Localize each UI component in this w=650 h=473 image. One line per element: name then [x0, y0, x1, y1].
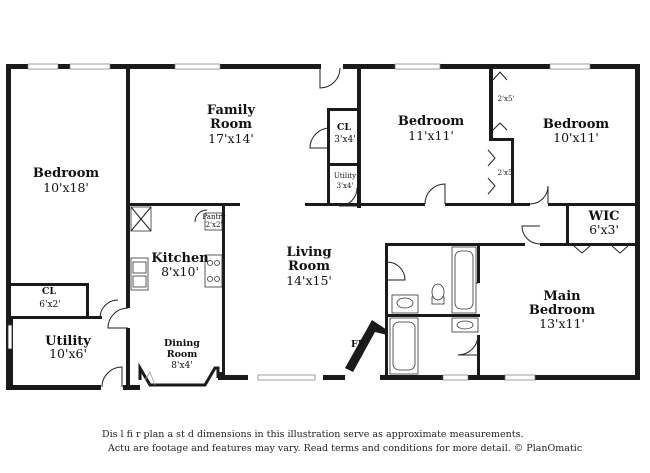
- main-bedroom-dim: 13'x11': [539, 316, 585, 331]
- utility-large-name: Utility: [45, 334, 91, 349]
- dining-room-name-line1: Dining: [164, 338, 200, 349]
- closet-left-dim: 6'x2': [39, 300, 60, 310]
- bathroom-fixtures: [7, 246, 479, 375]
- dining-room-name-line2: Room: [167, 349, 198, 360]
- closet-top-dim: 3'x4': [334, 135, 355, 145]
- bifold-doors: [487, 71, 629, 254]
- utility-large-dim: 10'x6': [49, 346, 87, 361]
- family-room-name-line2: Room: [210, 117, 252, 132]
- utility-small-name: Utility: [334, 172, 356, 180]
- fireplace-label: FP: [351, 339, 365, 350]
- dining-room-dim: 8'x4': [171, 361, 192, 371]
- kitchen-fixtures: [130, 206, 223, 291]
- kitchen-name: Kitchen: [151, 251, 209, 266]
- closet-left-name: CL: [42, 286, 57, 297]
- exterior-walls: [6, 64, 640, 390]
- living-room-name-line1: Living: [286, 245, 331, 260]
- disclaimer-line1: Dis l fi r plan a st d dimensions in thi…: [102, 429, 523, 440]
- fireplace: [345, 320, 387, 372]
- wic-dim: 6'x3': [589, 222, 619, 237]
- family-room-name-line1: Family: [207, 103, 256, 118]
- bedroom-right-name: Bedroom: [543, 117, 610, 132]
- family-room-dim: 17'x14': [208, 131, 254, 146]
- utility-small-dim: 3'x4': [337, 182, 354, 190]
- bedroom-right-dim: 10'x11': [553, 130, 599, 145]
- disclaimer-line2: Actu are footage and features may vary. …: [107, 443, 582, 454]
- kitchen-dim: 8'x10': [161, 264, 199, 279]
- main-bedroom-name-line1: Main: [543, 289, 581, 304]
- windows: [27, 63, 591, 381]
- closet-lower-dim: 2'x5': [498, 169, 515, 177]
- pantry-dim: 2'x2': [206, 221, 223, 229]
- wic-name: WIC: [587, 209, 619, 224]
- interior-walls: [10, 68, 638, 388]
- dining-bay-window: [138, 362, 220, 387]
- main-bedroom-name-line2: Bedroom: [529, 303, 596, 318]
- living-room-dim: 14'x15': [286, 273, 332, 288]
- bedroom-mid-dim: 11'x11': [408, 128, 454, 143]
- bedroom-left-dim: 10'x18': [43, 180, 89, 195]
- living-room-name-line2: Room: [288, 259, 330, 274]
- bedroom-left-name: Bedroom: [33, 166, 100, 181]
- closet-top-name: CL: [337, 122, 352, 133]
- closet-upper-dim: 2'x5': [498, 95, 515, 103]
- pantry-name: Pantry: [202, 213, 225, 221]
- bedroom-mid-name: Bedroom: [398, 114, 465, 129]
